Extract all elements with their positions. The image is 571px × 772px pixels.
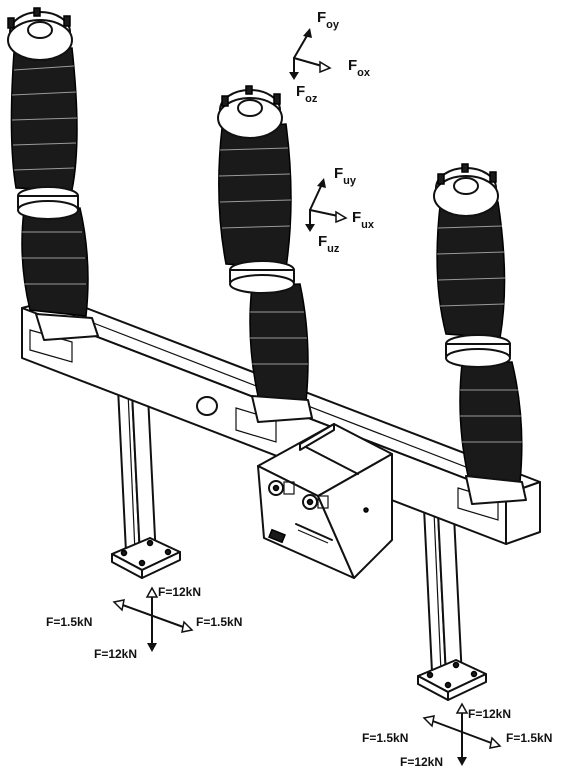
upper-x-label: F [348, 57, 357, 74]
left-load-top-label: F=12kN [158, 585, 201, 599]
middle-y-subscript: uy [343, 175, 357, 187]
svg-text:Fux: Fux [352, 209, 375, 231]
svg-text:Fuz: Fuz [318, 233, 340, 255]
upper-y-label: F [317, 9, 326, 26]
left-base-load-cross: F=12kN F=1.5kN F=1.5kN F=12kN [46, 585, 242, 661]
left-load-left-label: F=1.5kN [46, 615, 92, 629]
right-support-leg [417, 507, 487, 701]
middle-y-arrow-icon [317, 178, 326, 188]
left-load-arrow-down-icon [147, 643, 157, 652]
middle-x-arrow-icon [335, 210, 348, 224]
right-load-arrow-up-icon [455, 702, 469, 714]
left-load-bottom-label: F=12kN [94, 647, 137, 661]
middle-pole [217, 85, 313, 423]
beam-hole [196, 396, 218, 416]
right-load-arrow-left-icon [422, 715, 435, 728]
upper-x-subscript: ox [357, 67, 371, 79]
svg-text:Foz: Foz [296, 83, 318, 105]
right-load-arrow-down-icon [457, 757, 467, 766]
middle-x-label: F [352, 209, 361, 226]
control-cabinet [257, 423, 393, 579]
right-load-bottom-label: F=12kN [400, 755, 443, 769]
svg-text:Fox: Fox [348, 57, 371, 79]
right-load-arrow-right-icon [489, 736, 502, 749]
middle-x-subscript: ux [361, 219, 375, 231]
left-pole [7, 7, 99, 341]
middle-z-subscript: uz [327, 243, 340, 255]
right-load-right-label: F=1.5kN [506, 731, 552, 745]
svg-text:Foy: Foy [317, 9, 340, 31]
right-load-left-label: F=1.5kN [362, 731, 408, 745]
upper-z-arrow-icon [289, 72, 299, 80]
upper-x-arrow-icon [319, 60, 332, 74]
right-pole [433, 163, 527, 505]
upper-y-arrow-icon [303, 28, 312, 38]
right-base-load-cross: F=12kN F=1.5kN F=1.5kN F=12kN [362, 702, 552, 769]
left-load-arrow-right-icon [181, 620, 194, 633]
left-load-arrow-left-icon [112, 599, 125, 612]
svg-text:Fuy: Fuy [334, 165, 357, 187]
middle-z-arrow-icon [305, 224, 315, 232]
right-load-top-label: F=12kN [468, 707, 511, 721]
upper-z-subscript: oz [305, 93, 318, 105]
upper-y-subscript: oy [326, 19, 340, 31]
left-support-leg [111, 387, 181, 579]
left-load-right-label: F=1.5kN [196, 615, 242, 629]
middle-y-label: F [334, 165, 343, 182]
middle-z-label: F [318, 233, 327, 250]
left-load-arrow-up-icon [145, 586, 159, 598]
upper-z-label: F [296, 83, 305, 100]
upper-force-triad: Foy Fox Foz [289, 9, 371, 105]
middle-force-triad: Fuy Fux Fuz [305, 165, 375, 255]
